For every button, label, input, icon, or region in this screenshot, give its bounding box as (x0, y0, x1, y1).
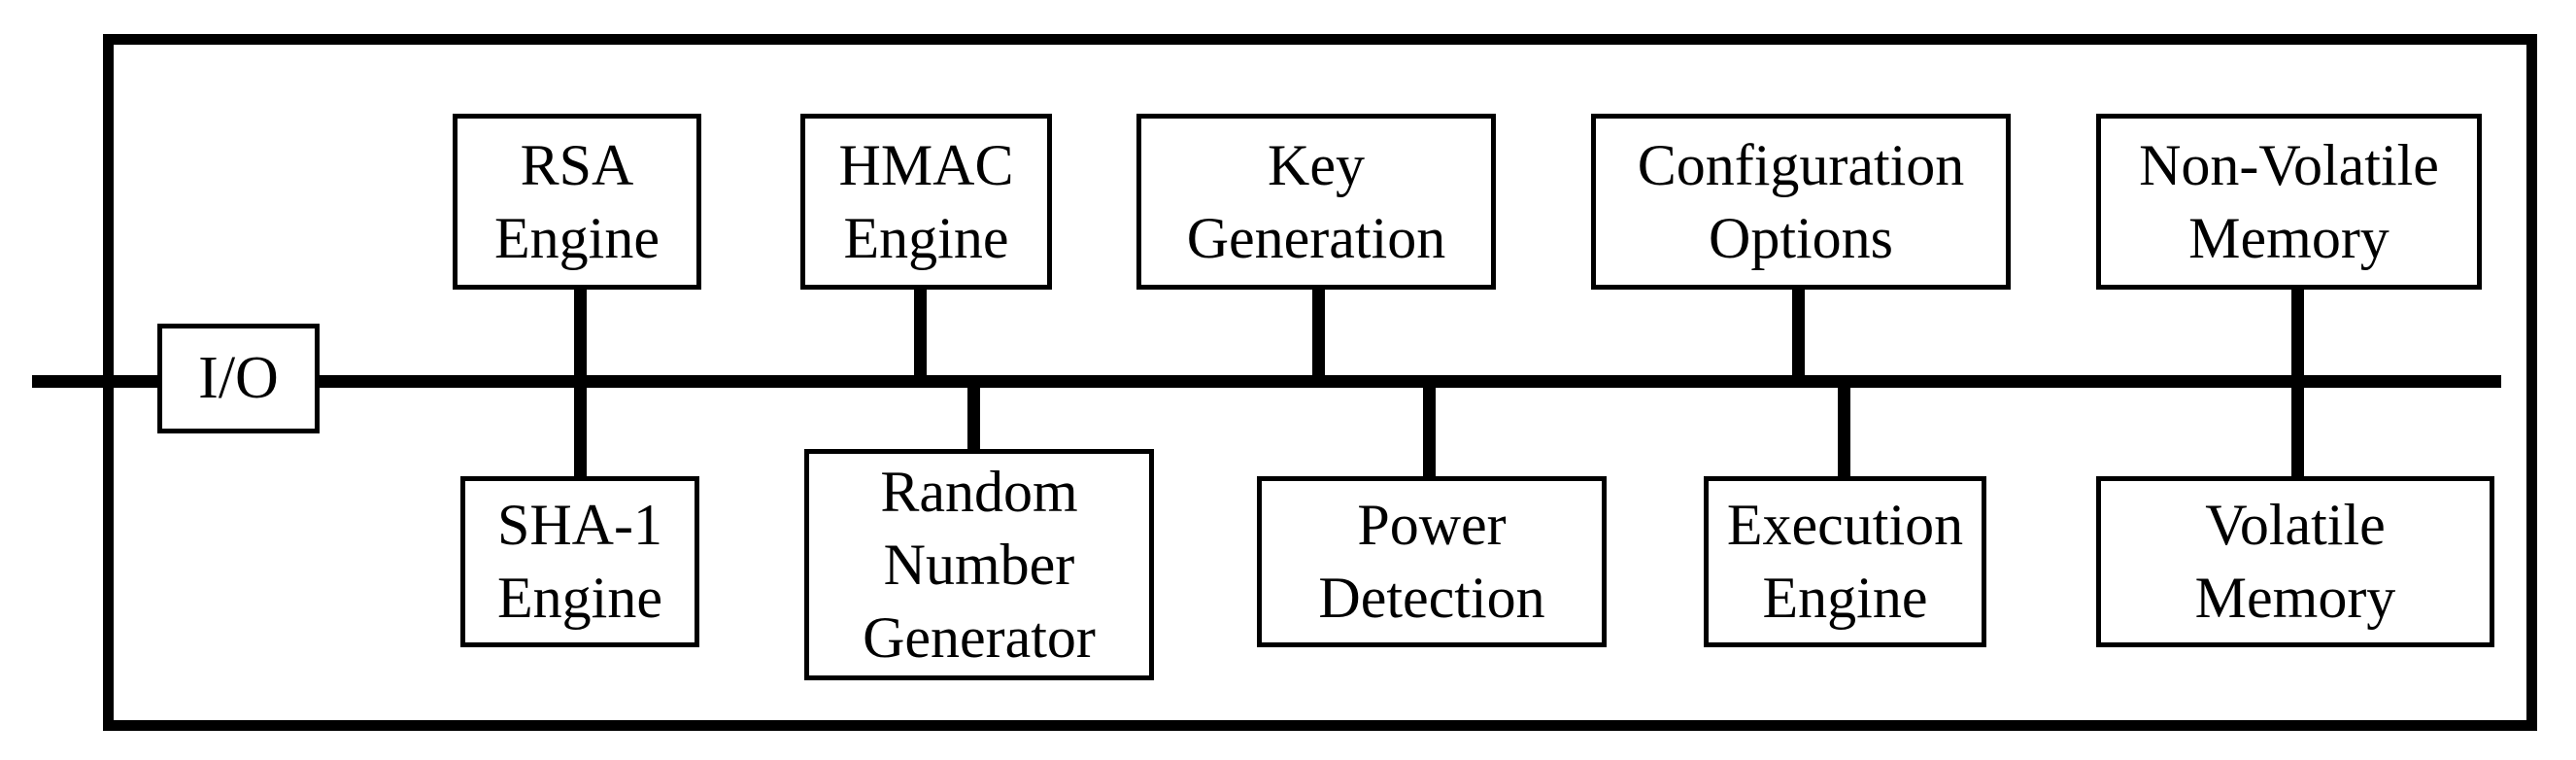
power-detection-box: Power Detection (1257, 476, 1607, 647)
hmac-engine-box: HMAC Engine (800, 114, 1052, 290)
execution-engine-box: Execution Engine (1704, 476, 1986, 647)
rsa-engine-box: RSA Engine (453, 114, 701, 290)
configuration-options-box: Configuration Options (1591, 114, 2011, 290)
sha1-engine-box: SHA-1 Engine (460, 476, 699, 647)
non-volatile-memory-box: Non-Volatile Memory (2096, 114, 2482, 290)
key-generation-label: Key Generation (1186, 132, 1446, 270)
random-number-generator-box: Random Number Generator (804, 449, 1154, 680)
rng-connector-line (967, 381, 980, 455)
io-box: I/O (157, 324, 320, 433)
system-bus-line (32, 375, 2501, 388)
volatile-memory-box: Volatile Memory (2096, 476, 2494, 647)
non-volatile-memory-label: Non-Volatile Memory (2139, 132, 2439, 270)
execution-engine-label: Execution Engine (1726, 493, 1964, 630)
io-label: I/O (198, 344, 279, 411)
random-number-generator-label: Random Number Generator (863, 459, 1096, 670)
sha1-engine-label: SHA-1 Engine (496, 493, 662, 630)
execution-connector-line (1838, 381, 1850, 482)
rsa-sha1-connector-line (574, 286, 587, 482)
volatile-memory-label: Volatile Memory (2194, 493, 2396, 630)
rsa-engine-label: RSA Engine (494, 132, 660, 270)
key-generation-box: Key Generation (1136, 114, 1496, 290)
power-detection-label: Power Detection (1318, 493, 1545, 630)
power-detection-connector-line (1423, 381, 1436, 482)
key-generation-connector-line (1312, 286, 1325, 381)
memory-connector-line (2291, 286, 2304, 482)
hmac-engine-label: HMAC Engine (838, 132, 1014, 270)
configuration-options-label: Configuration Options (1637, 132, 1965, 270)
hmac-connector-line (914, 286, 927, 381)
configuration-connector-line (1792, 286, 1805, 381)
